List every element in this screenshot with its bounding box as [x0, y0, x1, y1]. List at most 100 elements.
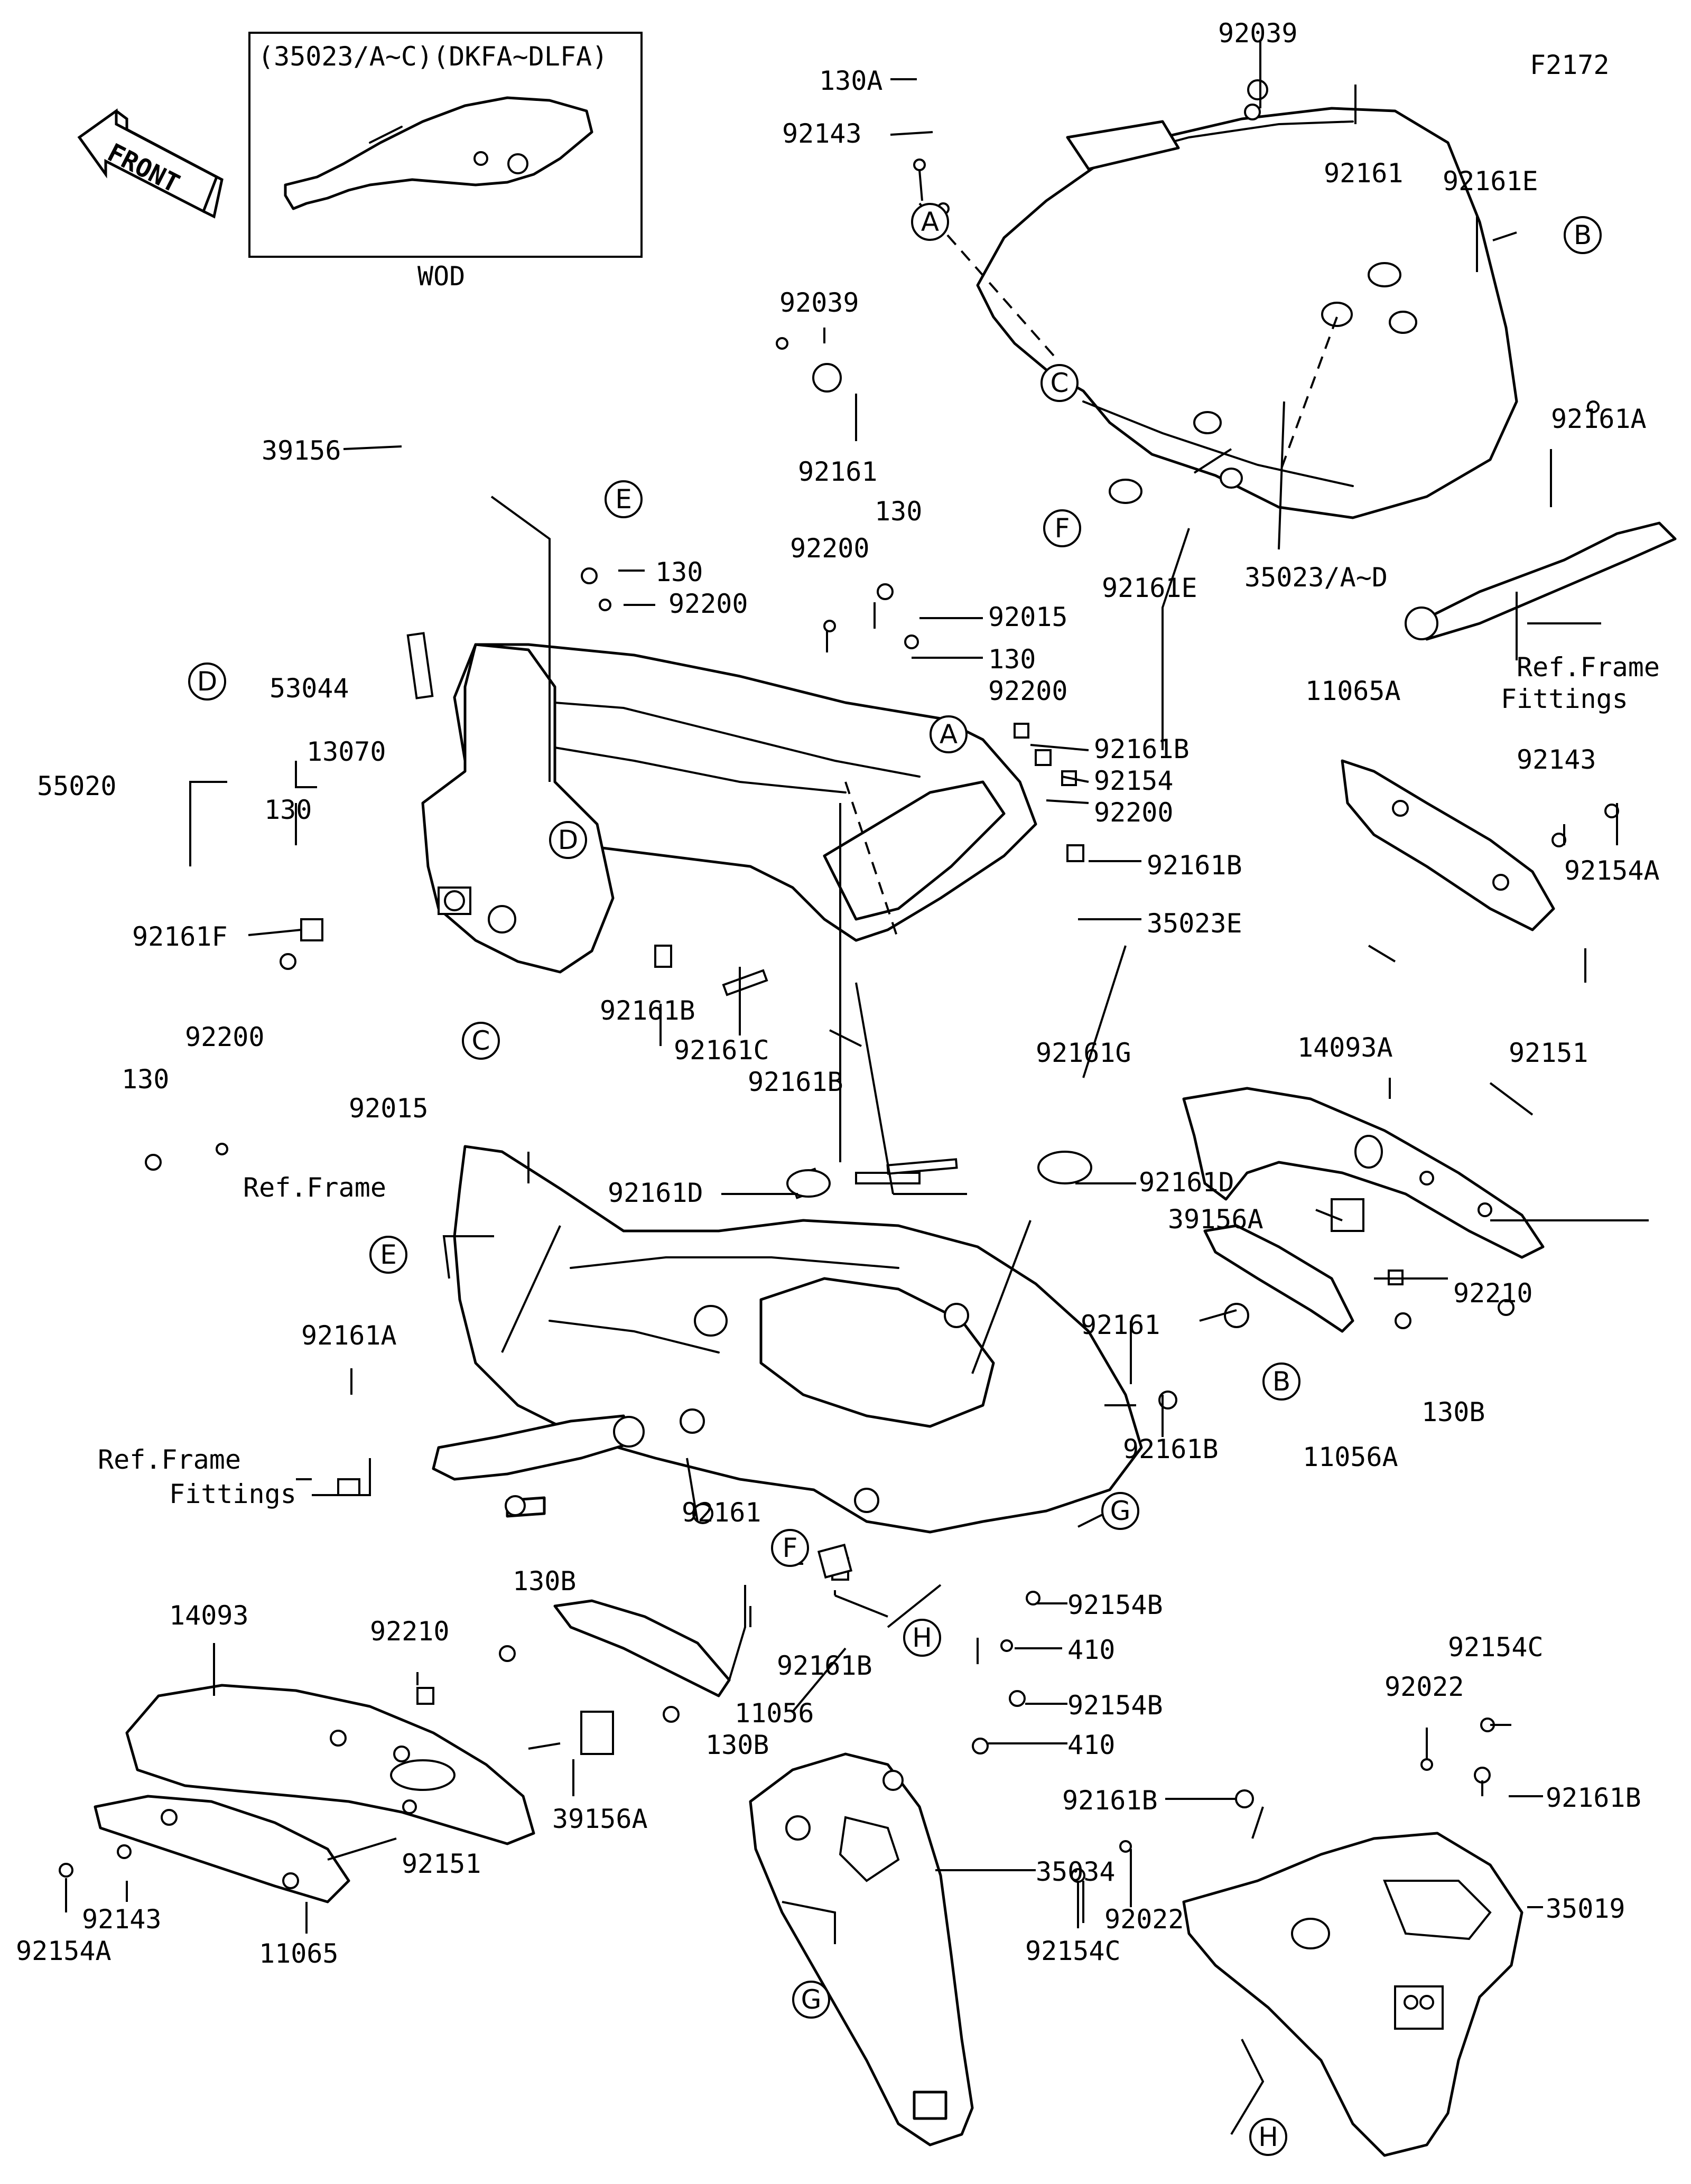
inset-box: (35023/A~C)(DKFA~DLFA) WOD: [248, 32, 643, 292]
grab-rail-14093: [125, 1684, 535, 1845]
label-92200: 92200: [668, 589, 748, 619]
label-130a: 130A: [819, 66, 882, 96]
label-92151-l: 92151: [402, 1849, 481, 1879]
label-92143-l: 92143: [82, 1904, 162, 1935]
label-92200-c: 92200: [988, 676, 1068, 706]
label-92161c: 92161C: [674, 1035, 769, 1066]
bracket-11056A: [1203, 1224, 1354, 1333]
label-92200-d: 92200: [1094, 797, 1174, 828]
label-55020: 55020: [37, 771, 117, 801]
label-92154a-l: 92154A: [16, 1936, 112, 1966]
label-92015: 92015: [988, 602, 1068, 632]
front-arrow-icon: FRONT: [77, 108, 224, 219]
leader-lines: [65, 40, 1649, 2135]
label-92022: 92022: [1385, 1672, 1464, 1702]
label-92161-left: 92161: [798, 456, 878, 487]
callout-f: F: [1055, 513, 1070, 544]
label-92143-r: 92143: [1517, 744, 1596, 775]
callout-d: D: [197, 666, 218, 697]
bracket-11056: [553, 1599, 731, 1697]
label-130-d: 130: [264, 795, 312, 825]
label-35034: 35034: [1036, 1856, 1116, 1887]
label-92151-r: 92151: [1509, 1038, 1588, 1068]
callout-h: H: [912, 1622, 932, 1653]
label-92154b-b: 92154B: [1067, 1690, 1163, 1721]
inset-title: (35023/A~C)(DKFA~DLFA): [258, 41, 608, 72]
callout-h-2: H: [1258, 2122, 1278, 2152]
callouts: A B C F E D A D C E B G F H G H: [188, 203, 1602, 2156]
label-14093a: 14093A: [1297, 1032, 1393, 1063]
label-92161b-e: 92161B: [1123, 1434, 1219, 1464]
label-92161b-g: 92161B: [1062, 1785, 1158, 1816]
label-92161b-b: 92161B: [1147, 850, 1242, 881]
rear-fender-35023: [976, 107, 1518, 519]
callout-d-2: D: [558, 825, 579, 855]
label-13070: 13070: [306, 736, 386, 767]
label-92161b-d: 92161B: [748, 1067, 843, 1097]
label-92200-b: 92200: [790, 533, 870, 564]
rear-flap-35019: [1182, 1832, 1523, 2157]
label-410: 410: [1067, 1635, 1115, 1665]
label-35023ad: 35023/A~D: [1244, 562, 1388, 593]
label-92154b: 92154B: [1067, 1590, 1163, 1620]
label-130: 130: [655, 557, 703, 587]
label-92161e: 92161E: [1443, 166, 1538, 197]
callout-c: C: [1051, 368, 1069, 398]
grab-rail-cover-11065A: [1341, 759, 1555, 931]
grab-rail-cover-11065: [94, 1795, 350, 1903]
label-410-b: 410: [1067, 1730, 1115, 1760]
grab-rail-14093A: [1182, 1087, 1545, 1259]
callout-g: G: [1110, 1496, 1131, 1526]
label-92154c: 92154C: [1448, 1632, 1544, 1663]
label-92161d: 92161D: [608, 1178, 703, 1208]
label-92154c-b: 92154C: [1025, 1936, 1121, 1966]
callout-a-2: A: [940, 719, 958, 750]
label-92039: 92039: [1218, 18, 1298, 49]
label-92161-mid: 92161: [682, 1497, 761, 1528]
label-92161b-c: 92161B: [600, 995, 695, 1026]
label-92154: 92154: [1094, 766, 1174, 796]
label-39156a-r: 39156A: [1168, 1204, 1263, 1235]
label-ref-frame-fittings-2a: Ref.Frame: [98, 1444, 241, 1475]
label-35019: 35019: [1546, 1893, 1625, 1924]
label-39156a-l: 39156A: [552, 1804, 648, 1834]
battery-box: [421, 643, 615, 974]
label-11056a: 11056A: [1303, 1442, 1398, 1472]
label-92161g: 92161G: [1036, 1038, 1131, 1068]
label-92039-left: 92039: [779, 287, 859, 318]
frame-fitting-left: [432, 1414, 645, 1518]
label-92161e-mid: 92161E: [1102, 573, 1197, 603]
label-92161b: 92161B: [1094, 734, 1190, 764]
label-92161b-f: 92161B: [777, 1650, 872, 1681]
label-92161a-l: 92161A: [301, 1320, 397, 1351]
callout-g-2: G: [801, 1984, 822, 2015]
label-92161d-b: 92161D: [1139, 1167, 1234, 1198]
label-92154a-r: 92154A: [1564, 855, 1660, 886]
part-labels: 130A 92039 92143 92161 92161E 92039 9216…: [16, 18, 1660, 1969]
callout-e: E: [615, 484, 632, 515]
label-53044: 53044: [270, 673, 349, 704]
frame-fitting-right: [1405, 521, 1677, 641]
callout-c-2: C: [472, 1025, 490, 1056]
label-130b-b: 130B: [705, 1730, 769, 1760]
undertray-35023E: [453, 643, 1037, 942]
label-92022-b: 92022: [1104, 1904, 1184, 1935]
label-92161: 92161: [1324, 158, 1404, 189]
figure-code: F2172: [1530, 50, 1610, 80]
callout-b: B: [1574, 220, 1592, 250]
callout-e-2: E: [380, 1239, 397, 1270]
label-ref-frame-fittings-2: Fittings: [1501, 684, 1628, 714]
label-92015-b: 92015: [349, 1093, 429, 1124]
label-92161-r: 92161: [1081, 1310, 1160, 1340]
label-11056: 11056: [735, 1698, 814, 1729]
label-92161b-h: 92161B: [1546, 1782, 1641, 1813]
label-11065a: 11065A: [1305, 676, 1401, 706]
label-14093: 14093: [169, 1600, 249, 1631]
rear-frame: [453, 1145, 1143, 1534]
label-39156: 39156: [262, 435, 341, 466]
callout-b-2: B: [1272, 1366, 1290, 1397]
label-ref-frame-fittings-2b: Fittings: [169, 1479, 296, 1509]
label-35023e: 35023E: [1147, 908, 1242, 939]
label-92161f: 92161F: [132, 921, 228, 952]
